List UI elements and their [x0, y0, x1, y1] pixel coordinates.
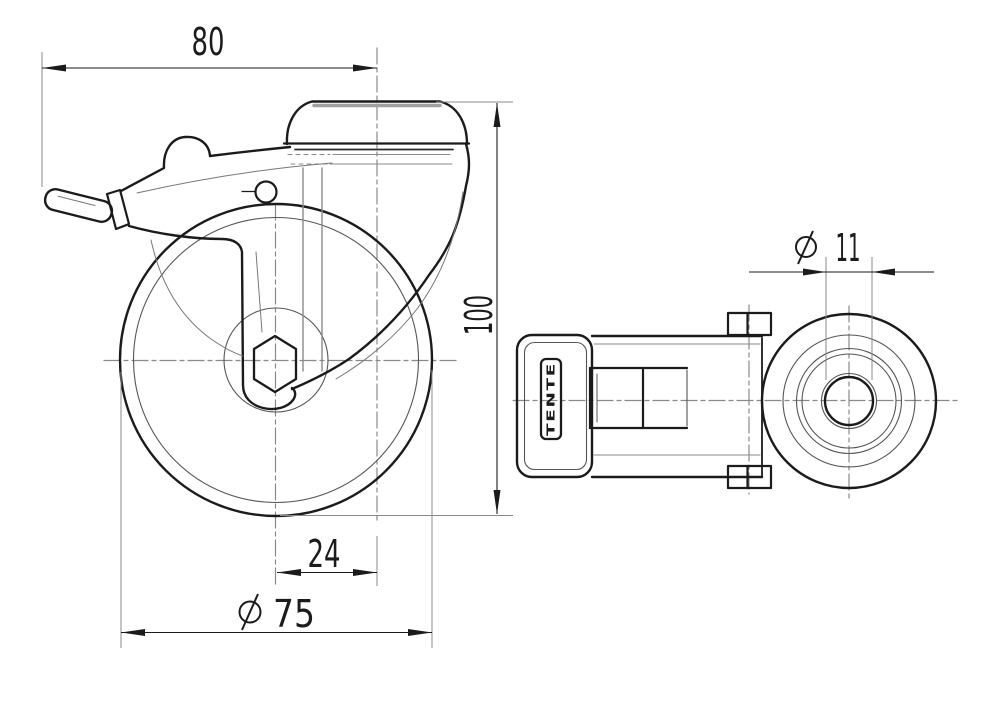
brake-pedal [43, 188, 114, 223]
fork-inner-left-curve [150, 239, 244, 357]
rear-wheel-outer [760, 312, 938, 490]
arrowhead-right [353, 64, 377, 72]
arrowhead-left [803, 268, 826, 276]
rear-wheel-ring-3 [801, 353, 897, 449]
brand-plate-text: TENTE [545, 362, 558, 436]
arrowhead-left [277, 569, 301, 576]
dimension-80: 80 [41, 20, 377, 187]
rear-wheel-bore [823, 375, 875, 427]
arrowhead-bottom [493, 490, 501, 514]
rear-wheel [760, 312, 938, 490]
dimension-diameter-11: 11 [749, 226, 934, 380]
axle-nut-bottom [726, 464, 773, 490]
fork-arm-top-edge [119, 135, 292, 193]
axle-hex-nut [252, 334, 298, 394]
diameter-symbol [795, 230, 817, 265]
axle-nut-top [726, 311, 773, 337]
fork-leg-front-edge [127, 224, 297, 411]
brake-pedal-inner-line [57, 195, 96, 206]
rear-view: TENTE [512, 304, 958, 500]
wheel-rim-circle [132, 216, 420, 504]
dimension-100-value: 100 [457, 295, 501, 335]
side-view [43, 47, 471, 589]
brake-pedal-outline [43, 188, 114, 223]
stem-block [588, 366, 689, 430]
bolt-hole-circle [254, 180, 278, 204]
bearing-race-lines [287, 153, 453, 165]
arrowhead-top [493, 103, 501, 127]
dome-outline [285, 100, 469, 146]
rear-wheel-ring-1 [782, 334, 916, 468]
dimension-80-value: 80 [192, 20, 225, 64]
dimension-11-value: 11 [836, 226, 861, 270]
caster-housing [588, 311, 773, 490]
arrowhead-right [872, 268, 895, 276]
rear-wheel-ring-2 [795, 347, 903, 455]
brand-plate [539, 357, 563, 441]
arrowhead-right [353, 569, 377, 576]
swivel-stem-lines [302, 167, 323, 372]
fork-bracket [119, 135, 471, 411]
dimension-diameter-75: 75 [120, 370, 433, 648]
fork-leg-inner-line [255, 251, 263, 333]
pedal-cap-outline [515, 333, 594, 479]
brake-pedal-joint [105, 188, 131, 231]
fork-arm-inner-line [136, 162, 333, 194]
pedal-end-cap: TENTE [515, 333, 594, 479]
wheel-hub-circle [223, 307, 329, 413]
rear-wheel-bore-ring [820, 372, 878, 430]
dimension-24-value: 24 [308, 532, 341, 576]
fork-back-sweep-inner [335, 191, 464, 380]
dimension-75-value: 75 [273, 592, 315, 636]
centerlines-side-view [103, 47, 457, 589]
bolt-hole [241, 180, 278, 204]
arrowhead-right [408, 629, 432, 636]
dimensions: 80 100 24 [41, 20, 934, 648]
wheel-outer-circle [118, 202, 434, 518]
arrowhead-left [121, 629, 145, 636]
diameter-symbol [238, 593, 262, 631]
dimension-100: 100 [280, 101, 513, 516]
pedal-cap-inner [523, 341, 588, 471]
arrowhead-left [42, 64, 66, 72]
dimension-24: 24 [277, 532, 378, 586]
fork-back-sweep-edge [290, 142, 471, 391]
mounting-dome [282, 100, 471, 151]
